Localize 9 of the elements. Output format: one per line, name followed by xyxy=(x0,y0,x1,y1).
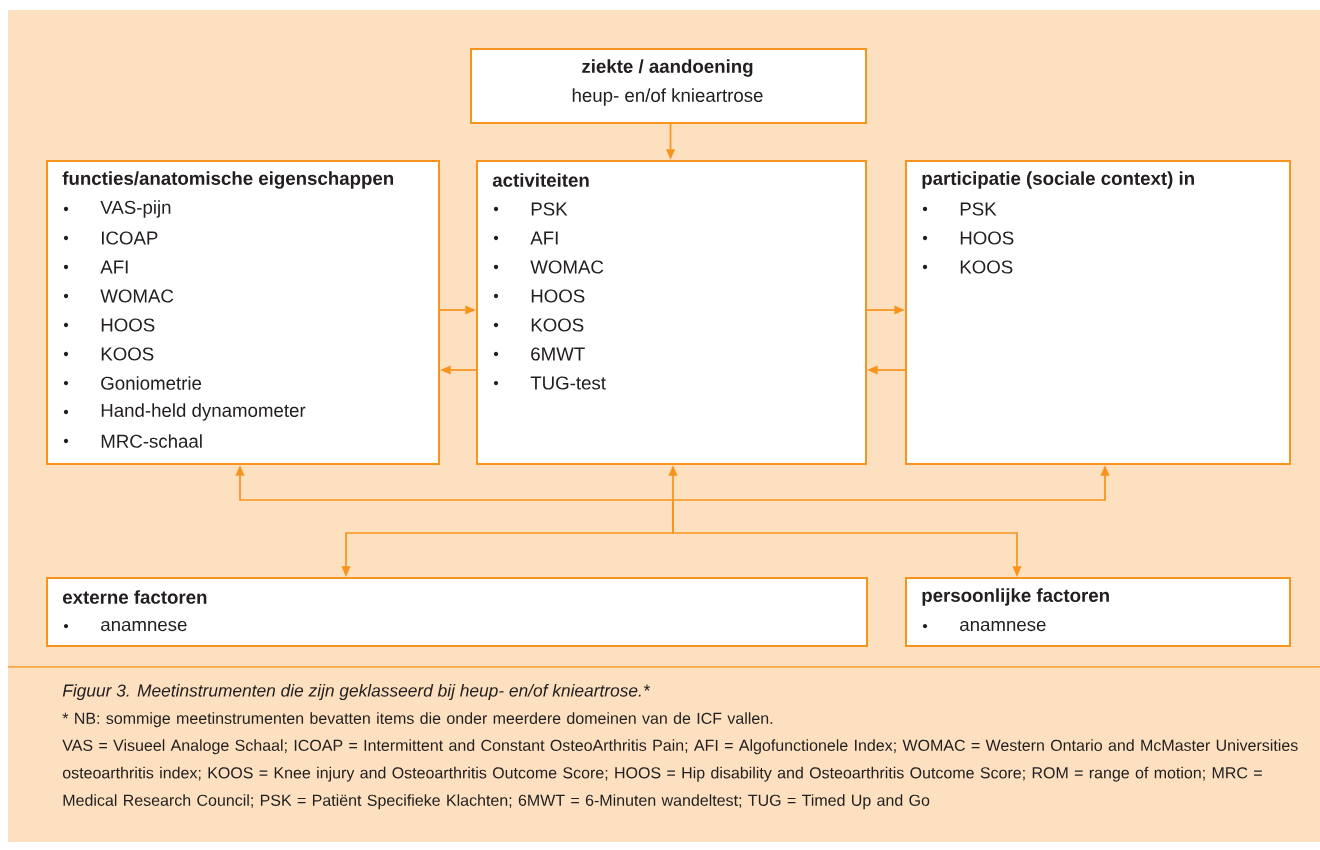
domain-box: persoonlijke factoren anamnese xyxy=(905,577,1291,647)
caption: Figuur 3. Meetinstrumenten die zijn geklasseerd bij heup- en/of knieartrose.* xyxy=(62,683,651,701)
domain-box: externe factoren anamnese xyxy=(46,577,868,647)
domain-box: participatie (sociale context) in PSK HOOS KOOS xyxy=(905,160,1291,465)
note: VAS = Visueel Analoge Schaal; ICOAP = Intermittent and Constant OsteoArthritis Pain; AFI = Algofunctionele Index; WOMAC = Western Ontario and McMaster Universities osteoarthritis index; KOOS = Knee injury and Osteoarthritis Outcome Score; HOOS = Hip disability and Osteoarthritis Outcome Score; ROM = range of motion; MRC = Medical Research Council; PSK = Patiënt Specifieke Klachten; 6MWT = 6-Minuten wandeltest; TUG = Timed Up and Go xyxy=(62,739,1298,810)
domain-box: ziekte / aandoening heup- en/of knieartrose xyxy=(470,48,867,124)
domain-box: activiteiten PSK AFI WOMAC HOOS KOOS 6MWT TUG-test xyxy=(476,160,867,465)
note: * NB: sommige meetinstrumenten bevatten items die onder meerdere domeinen van de ICF vallen. xyxy=(62,712,773,728)
domain-box: functies/anatomische eigenschappen VAS-pijn ICOAP AFI WOMAC HOOS KOOS Goniometrie Hand-held dynamometer MRC-schaal xyxy=(46,160,440,465)
